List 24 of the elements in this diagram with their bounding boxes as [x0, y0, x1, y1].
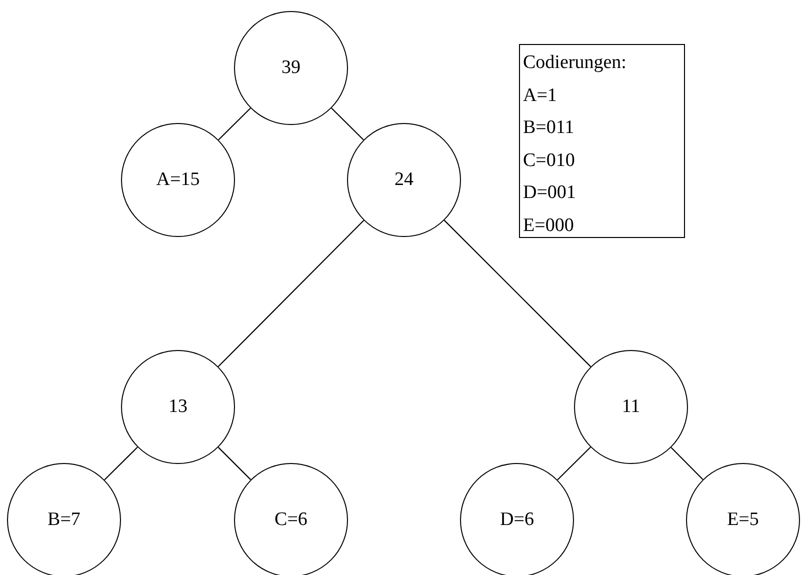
code-entry: B=011 — [523, 116, 576, 140]
connector-line — [444, 220, 592, 368]
connector-line — [218, 446, 252, 480]
connector-line — [557, 446, 591, 480]
node-value: 13 — [168, 396, 188, 418]
table-heading: Codierungen: — [523, 51, 628, 75]
code-entry: C=010 — [523, 148, 576, 172]
code-entry: E=000 — [523, 214, 575, 238]
node-value: B=7 — [48, 509, 80, 531]
node-value: 24 — [394, 169, 414, 191]
node-value: 11 — [622, 396, 640, 418]
connector-line — [670, 447, 704, 480]
node-value: D=6 — [500, 509, 534, 531]
node-value: A=15 — [156, 169, 200, 191]
connector-line — [218, 220, 364, 367]
code-table-box — [519, 44, 685, 238]
code-entry: A=1 — [523, 84, 558, 108]
connector-line — [218, 108, 251, 140]
node-value: 39 — [282, 57, 300, 79]
connector-line — [331, 108, 364, 140]
connector-line — [104, 446, 138, 480]
code-entry: D=001 — [523, 181, 577, 205]
node-value: C=6 — [274, 509, 308, 531]
node-value: E=5 — [727, 509, 759, 531]
